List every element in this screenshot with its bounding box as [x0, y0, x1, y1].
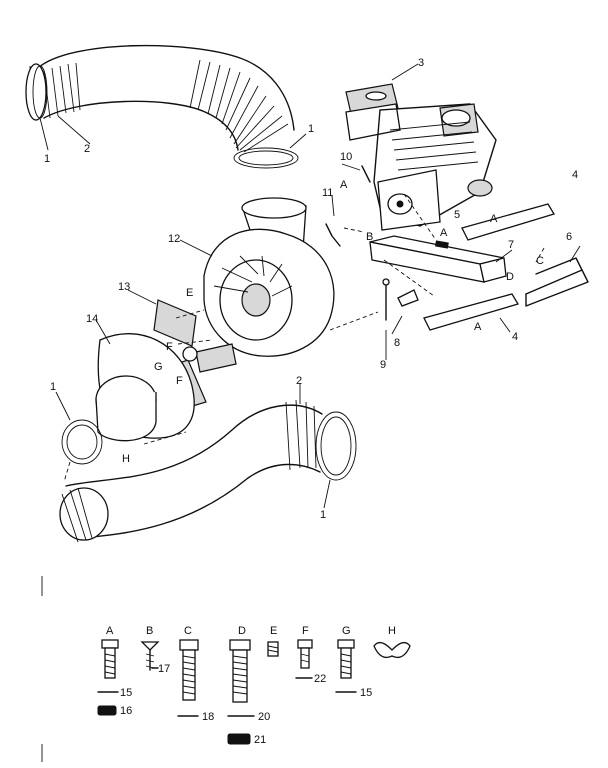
- callout-9: 9: [380, 359, 386, 371]
- bolt-g: [337, 639, 355, 679]
- callout-14: 14: [86, 313, 98, 325]
- callout-7: 7: [508, 239, 514, 251]
- ref-letter-f: F: [166, 341, 173, 353]
- callout-13: 13: [118, 281, 130, 293]
- hose-clamp-upper-right: [233, 147, 299, 169]
- latch-bolt: [382, 278, 390, 321]
- leader-lines: [39, 115, 581, 509]
- ref-letter-f: F: [176, 375, 183, 387]
- callout-4: 4: [572, 169, 578, 181]
- callout-4: 4: [512, 331, 518, 343]
- callout-2: 2: [84, 143, 90, 155]
- hardware-letter-a: A: [106, 625, 114, 637]
- wing-nut-h: [373, 642, 411, 659]
- clip: [325, 223, 341, 247]
- ref-letter-e: E: [186, 287, 193, 299]
- hardware-number: 18: [202, 711, 214, 723]
- hardware-letter-e: E: [270, 625, 277, 637]
- pin: [361, 165, 371, 183]
- callout-1: 1: [44, 153, 50, 165]
- hardware-list: A B C D E F G H: [97, 625, 411, 746]
- hardware-number: 22: [314, 673, 326, 685]
- callout-2: 2: [296, 375, 302, 387]
- callout-11: 11: [322, 187, 333, 199]
- lower-hose: [59, 399, 323, 543]
- bolt-d: [229, 639, 251, 703]
- callout-5: 5: [454, 209, 460, 221]
- hose-clamp-lower-right: [315, 411, 357, 481]
- bracket-upper: [461, 203, 555, 241]
- ref-letter-b: B: [366, 231, 373, 243]
- callout-6: 6: [566, 231, 572, 243]
- ref-letter-h: H: [122, 453, 130, 465]
- screw-b: [140, 641, 160, 671]
- callout-1: 1: [308, 123, 314, 135]
- latch: [397, 289, 419, 307]
- hose-clamp-lower-left: [61, 419, 103, 465]
- bolt-f: [297, 639, 313, 669]
- hardware-letter-h: H: [388, 625, 396, 637]
- nut-16: [97, 705, 117, 716]
- hardware-letter-g: G: [342, 625, 351, 637]
- blower-housing: [203, 197, 335, 357]
- nut-21: [227, 733, 251, 745]
- u-bracket: [525, 257, 589, 307]
- ref-letter-d: D: [506, 271, 514, 283]
- callout-3: 3: [418, 57, 424, 69]
- ref-letter-a: A: [340, 179, 348, 191]
- callout-1: 1: [320, 509, 326, 521]
- hardware-number: 15: [360, 687, 372, 699]
- callout-12: 12: [168, 233, 180, 245]
- mounting-rail: [369, 235, 507, 283]
- hardware-letter-d: D: [238, 625, 246, 637]
- hardware-number: 21: [254, 734, 266, 746]
- ref-letter-a: A: [474, 321, 482, 333]
- engine: [345, 83, 497, 231]
- hardware-letter-c: C: [184, 625, 192, 637]
- bolt-a: [101, 639, 119, 679]
- ref-letter-a: A: [490, 213, 498, 225]
- ref-letter-c: C: [536, 255, 544, 267]
- hardware-letter-f: F: [302, 625, 309, 637]
- callout-numbers: 1 2 1 3 10 4 11 5 6 7 12 13 14 8 4 9 2 1…: [44, 57, 578, 521]
- assembly-lines: [63, 193, 545, 483]
- callout-10: 10: [340, 151, 352, 163]
- upper-hose: [25, 44, 295, 153]
- cover-plate: [95, 333, 195, 442]
- bracket-lower: [423, 293, 519, 331]
- hardware-number: 20: [258, 711, 270, 723]
- callout-8: 8: [394, 337, 400, 349]
- reference-letters: A A A A B C D E F F G H: [122, 179, 544, 465]
- hardware-letter-b: B: [146, 625, 153, 637]
- set-screw-e: [267, 641, 279, 657]
- ref-letter-g: G: [154, 361, 163, 373]
- bolt-c: [179, 639, 199, 701]
- hardware-number: 15: [120, 687, 132, 699]
- hardware-number: 16: [120, 705, 132, 717]
- callout-1: 1: [50, 381, 56, 393]
- hardware-number: 17: [158, 663, 170, 675]
- ref-letter-a: A: [440, 227, 448, 239]
